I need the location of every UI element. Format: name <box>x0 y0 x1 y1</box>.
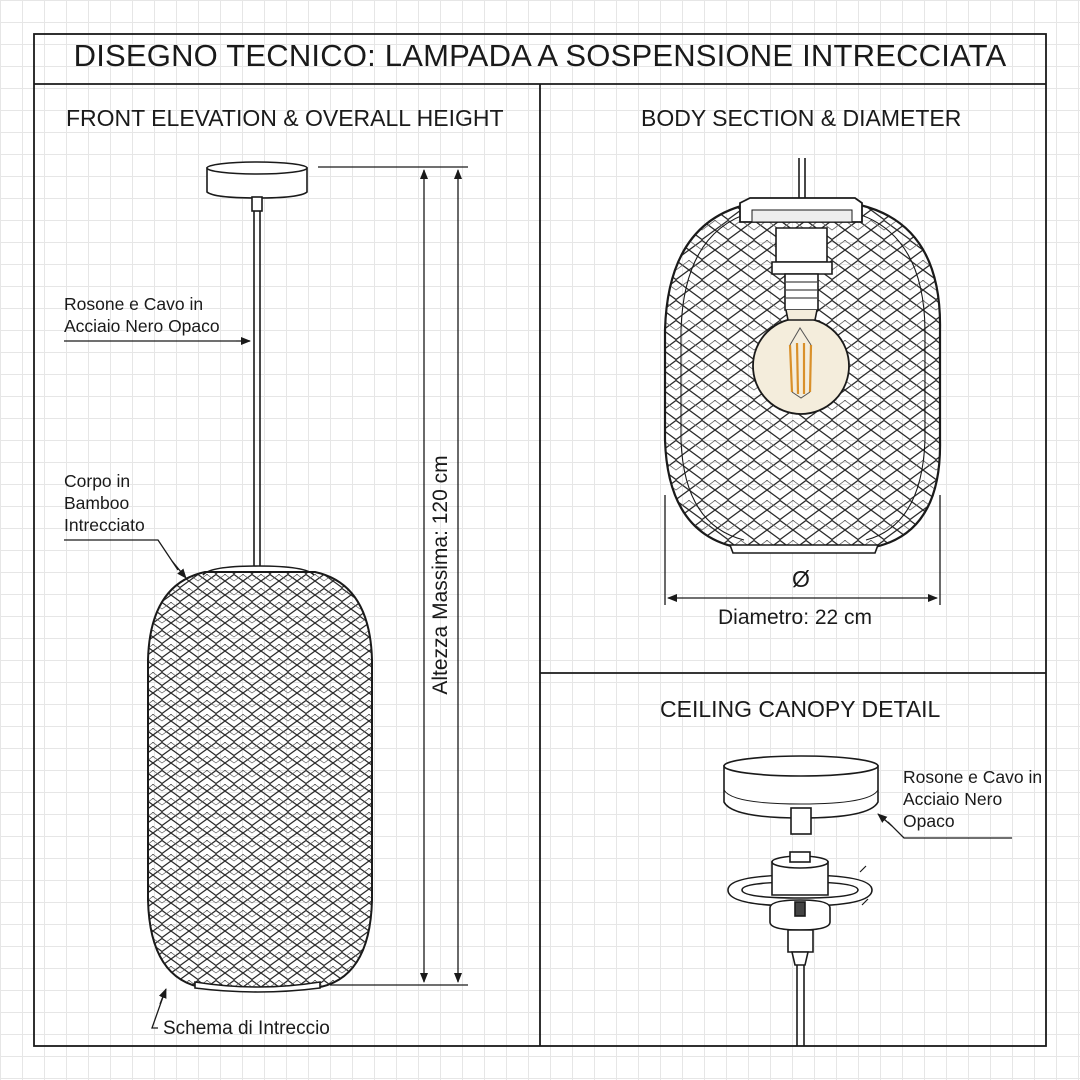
canopy-detail-heading: CEILING CANOPY DETAIL <box>660 696 941 722</box>
height-dimension-label: Altezza Massima: 120 cm <box>429 455 452 695</box>
bottom-cap <box>194 981 321 993</box>
height-dimension-line <box>318 166 468 986</box>
diameter-symbol: Ø <box>792 566 810 592</box>
canopy-detail-drawing <box>723 755 879 1046</box>
page-title: DISEGNO TECNICO: LAMPADA A SOSPENSIONE I… <box>73 38 1007 73</box>
detail-cable-grip <box>787 929 814 953</box>
bulb-socket <box>775 227 828 263</box>
canopy-leader-line <box>877 813 1012 839</box>
body-section-drawing <box>663 158 942 554</box>
bulb-filament <box>788 342 813 395</box>
cable-grip <box>251 196 263 212</box>
detail-grip <box>790 807 812 835</box>
front-leader-lines <box>64 337 251 1029</box>
section-inner-wall <box>680 211 926 541</box>
label-canopy-cable: Rosone e Cavo in Acciaio Nero Opaco <box>64 294 220 336</box>
body-section-heading: BODY SECTION & DIAMETER <box>641 105 962 131</box>
front-elevation-heading: FRONT ELEVATION & OVERALL HEIGHT <box>66 105 504 131</box>
sheet-frame <box>33 33 1047 1047</box>
diameter-dimension-line <box>664 495 941 605</box>
front-elevation-drawing <box>147 161 373 993</box>
diameter-dimension-label: Diametro: 22 cm <box>718 606 873 629</box>
detail-label-canopy-cable: Rosone e Cavo in Acciaio Nero Opaco <box>903 767 1043 831</box>
bottom-ring <box>728 544 880 554</box>
label-weave-pattern: Schema di Intreccio <box>163 1018 330 1039</box>
light-bulb <box>752 317 850 415</box>
label-woven-body: Corpo in Bamboo Intrecciato <box>64 471 145 535</box>
